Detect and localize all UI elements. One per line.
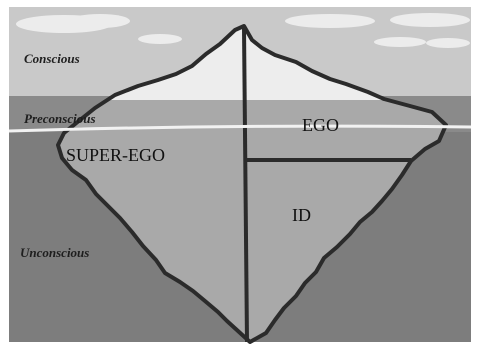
cloud [70, 14, 130, 28]
label-conscious: Conscious [24, 51, 80, 66]
cloud [390, 13, 470, 27]
cloud [426, 38, 470, 48]
label-superego: SUPER-EGO [66, 145, 165, 165]
label-ego: EGO [302, 115, 339, 135]
cloud [285, 14, 375, 28]
cloud [138, 34, 182, 44]
cloud [374, 37, 426, 47]
label-unconscious: Unconscious [20, 245, 89, 260]
label-id: ID [292, 205, 311, 225]
label-preconscious: Preconscious [24, 111, 96, 126]
